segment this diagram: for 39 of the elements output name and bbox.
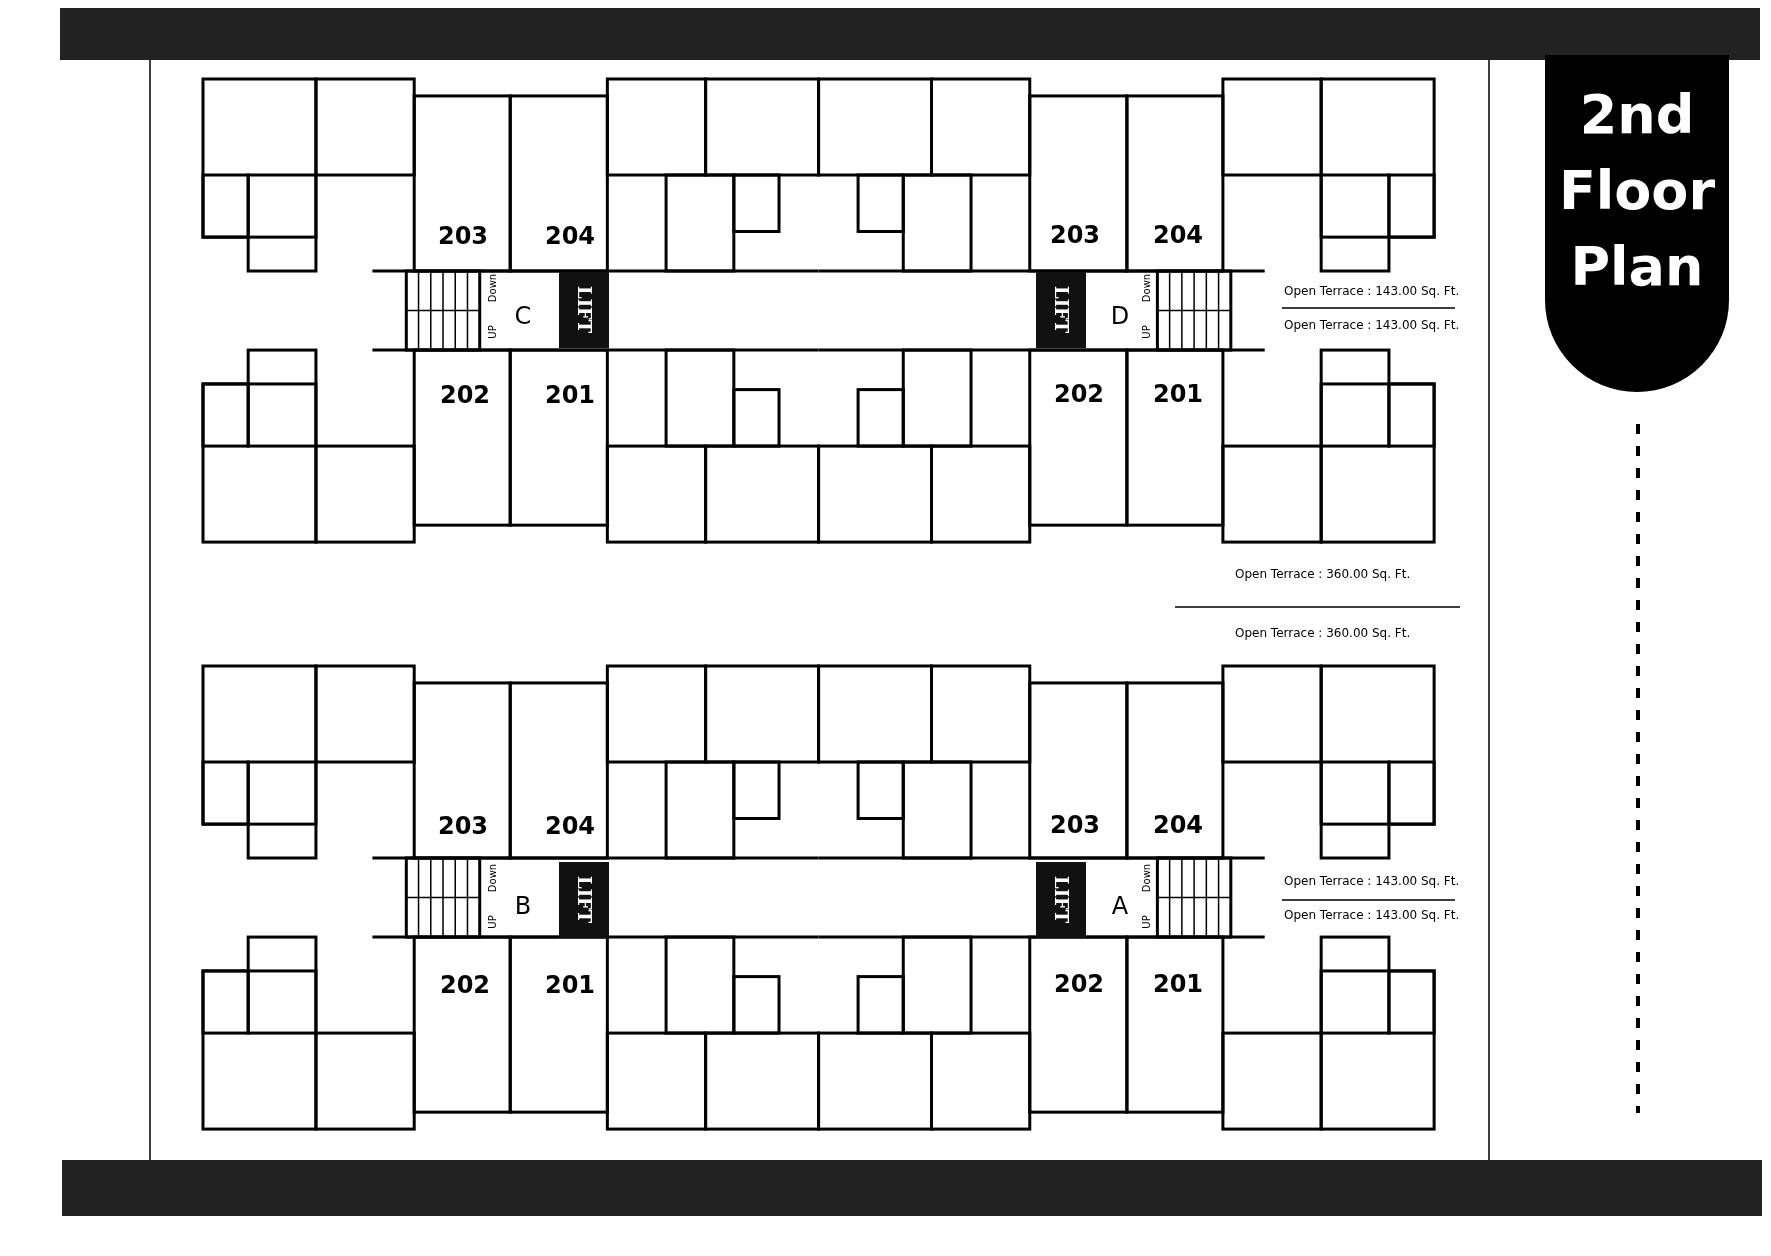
unit-number: 204: [544, 222, 596, 250]
unit-number: 203: [1049, 221, 1101, 249]
stair-label: UP: [1140, 325, 1152, 339]
terrace-area-label: Open Terrace : 143.00 Sq. Ft.: [1284, 908, 1460, 922]
unit-number: 203: [1049, 811, 1101, 839]
wing-letter: C: [514, 302, 532, 330]
title-badge: 2nd Floor Plan: [1545, 55, 1729, 392]
unit-number: 201: [544, 971, 596, 999]
stair-label: Down: [1140, 273, 1152, 303]
unit-number: 203: [437, 222, 489, 250]
stair-label: Down: [1140, 863, 1152, 893]
terrace-area-label: Open Terrace : 143.00 Sq. Ft.: [1284, 284, 1460, 298]
wing-letter: A: [1111, 892, 1129, 920]
lift-label: LIFT: [1036, 862, 1086, 938]
unit-number: 203: [437, 812, 489, 840]
unit-number: 204: [544, 812, 596, 840]
stair-label: UP: [486, 325, 498, 339]
terrace-area-label: Open Terrace : 360.00 Sq. Ft.: [1235, 626, 1411, 640]
unit-number: 202: [1053, 970, 1105, 998]
unit-number: 202: [439, 971, 491, 999]
unit-number: 201: [1152, 380, 1204, 408]
terrace-area-label: Open Terrace : 143.00 Sq. Ft.: [1284, 874, 1460, 888]
terrace-area-label: Open Terrace : 360.00 Sq. Ft.: [1235, 567, 1411, 581]
stair-label: Down: [486, 273, 498, 303]
wing-letter: D: [1110, 302, 1130, 330]
lift-label: LIFT: [559, 272, 609, 348]
unit-number: 201: [544, 381, 596, 409]
lift-label: LIFT: [559, 862, 609, 938]
unit-number: 204: [1152, 221, 1204, 249]
stair-label: Down: [486, 863, 498, 893]
stair-label: UP: [486, 915, 498, 929]
wing-letter: B: [514, 892, 532, 920]
stair-label: UP: [1140, 915, 1152, 929]
lift-label: LIFT: [1036, 272, 1086, 348]
unit-number: 202: [1053, 380, 1105, 408]
unit-number: 202: [439, 381, 491, 409]
unit-number: 201: [1152, 970, 1204, 998]
unit-number: 204: [1152, 811, 1204, 839]
terrace-area-label: Open Terrace : 143.00 Sq. Ft.: [1284, 318, 1460, 332]
